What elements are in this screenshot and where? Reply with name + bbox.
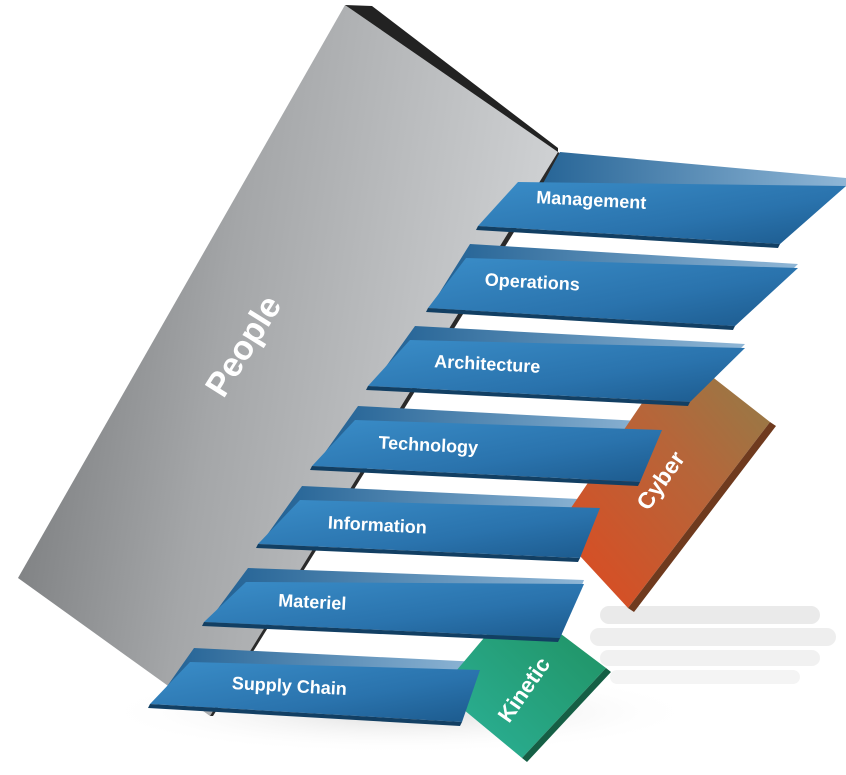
step-supply-chain: Supply Chain xyxy=(148,662,480,726)
step-materiel: Materiel xyxy=(202,582,584,642)
step-architecture: Architecture xyxy=(366,340,745,406)
step-information: Information xyxy=(256,500,600,562)
cyber-shadow xyxy=(590,606,836,684)
step-label: Materiel xyxy=(278,590,347,614)
step-label: Operations xyxy=(484,270,580,295)
step-management: Management xyxy=(476,182,846,248)
step-technology: Technology xyxy=(310,420,662,486)
step-operations: Operations xyxy=(426,258,798,330)
kinetic-tag: Kinetic xyxy=(440,600,611,762)
